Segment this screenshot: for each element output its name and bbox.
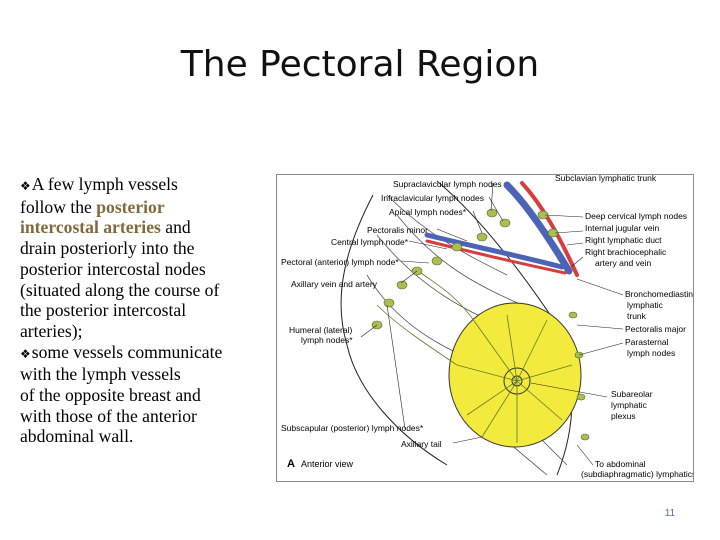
bullet-icon: ❖ [20, 179, 31, 193]
body-text-segment: with the lymph vessels [20, 364, 181, 385]
label-bronchomed-2: lymphatic [627, 300, 664, 310]
label-subareolar-1: Subareolar [611, 389, 653, 399]
label-abdominal-2: (subdiaphragmatic) lymphatics [581, 469, 693, 479]
label-parasternal-1: Parasternal [625, 337, 669, 347]
body-text-segment: abdominal wall. [20, 426, 134, 447]
body-line: the posterior intercostal [20, 300, 272, 321]
jugular-vein [503, 181, 573, 275]
subclavian-artery [425, 239, 567, 275]
label-humeral-1: Humeral (lateral) [289, 325, 352, 335]
body-line: abdominal wall. [20, 426, 272, 447]
label-supraclavicular: Supraclavicular lymph nodes [393, 179, 502, 189]
lymph-node [580, 433, 590, 441]
label-subclavian-trunk: Subclavian lymphatic trunk [555, 175, 657, 183]
highlighted-text: intercostal arteries [20, 217, 161, 238]
muscle-line [396, 214, 523, 306]
body-text-segment: posterior intercostal nodes [20, 258, 206, 279]
body-text-segment: some vessels communicate [31, 341, 223, 362]
label-apical: Apical lymph nodes* [389, 207, 467, 217]
body-line: posterior intercostal nodes [20, 259, 272, 280]
label-brachio-2: artery and vein [595, 258, 651, 268]
lymph-node [451, 242, 463, 252]
brachiocephalic-artery [520, 181, 579, 277]
body-line: (situated along the course of [20, 280, 272, 301]
label-subareolar-3: plexus [611, 411, 636, 421]
label-view-letter: A [287, 458, 295, 470]
lymphatic-diagram: Supraclavicular lymph nodes Infraclavicu… [276, 174, 694, 482]
lymph-node [383, 298, 395, 308]
lymph-node [568, 311, 578, 319]
label-bronchomed-3: trunk [627, 311, 647, 321]
label-axillary-tail: Axillary tail [401, 439, 442, 449]
breast-lymph-vessels [376, 269, 573, 443]
label-infraclavicular: Infraclavicular lymph nodes [381, 193, 484, 203]
label-pectoral: Pectoral (anterior) lymph node* [281, 257, 399, 267]
lymph-node [499, 218, 511, 228]
subclavian-vein [424, 232, 565, 270]
breast [448, 302, 582, 448]
body-line: follow the posterior [20, 197, 272, 218]
label-central: Central lymph node* [331, 237, 409, 247]
label-jugular-vein: Internal jugular vein [585, 223, 659, 233]
label-axillary-vein: Axillary vein and artery [291, 279, 378, 289]
body-text-segment: and [160, 217, 191, 238]
arm-outline [340, 194, 448, 466]
body-text-segment: arteries); [20, 320, 83, 341]
label-brachio-1: Right brachiocephalic [585, 247, 667, 257]
body-line: intercostal arteries and [20, 217, 272, 238]
label-bronchomed-1: Bronchomediastinal [625, 289, 693, 299]
body-line: of the opposite breast and [20, 385, 272, 406]
label-pectoralis-minor: Pectoralis minor [367, 225, 428, 235]
body-text-segment: the posterior intercostal [20, 300, 187, 321]
body-text-segment: drain posteriorly into the [20, 238, 195, 259]
lymph-node [476, 232, 488, 242]
muscle-line [386, 194, 508, 276]
lymph-node [431, 256, 443, 266]
lymph-node [576, 393, 586, 401]
body-line: arteries); [20, 321, 272, 342]
body-text-segment: follow the [20, 196, 97, 217]
highlighted-text: posterior [96, 196, 165, 217]
label-pect-major: Pectoralis major [625, 324, 686, 334]
label-humeral-2: lymph nodes* [301, 335, 353, 345]
bullet-icon: ❖ [20, 346, 31, 361]
label-abdominal-1: To abdominal [595, 459, 646, 469]
body-text-segment: A few lymph vessels [31, 174, 178, 194]
slide-title: The Pectoral Region [180, 44, 540, 85]
page-number: 11 [664, 508, 676, 519]
body-text-segment: with those of the anterior [20, 405, 197, 426]
label-subscapular: Subscapular (posterior) lymph nodes* [281, 423, 424, 433]
body-text-segment: (situated along the course of [20, 279, 220, 300]
body-line: drain posteriorly into the [20, 238, 272, 259]
body-text-segment: of the opposite breast and [20, 385, 201, 406]
body-line: with those of the anterior [20, 406, 272, 427]
label-subareolar-2: lymphatic [611, 400, 648, 410]
lymph-node [396, 280, 408, 290]
leader-lines [360, 182, 624, 466]
label-lymphatic-duct: Right lymphatic duct [585, 235, 662, 245]
body-line: with the lymph vessels [20, 364, 272, 385]
label-deep-cervical: Deep cervical lymph nodes [585, 211, 687, 221]
diagram-svg: Supraclavicular lymph nodes Infraclavicu… [281, 175, 693, 479]
label-view-caption: Anterior view [301, 459, 354, 469]
label-parasternal-2: lymph nodes [627, 348, 675, 358]
lymph-node [486, 208, 498, 218]
body-line: ❖some vessels communicate [20, 342, 272, 365]
body-line: ❖A few lymph vessels [20, 174, 272, 197]
